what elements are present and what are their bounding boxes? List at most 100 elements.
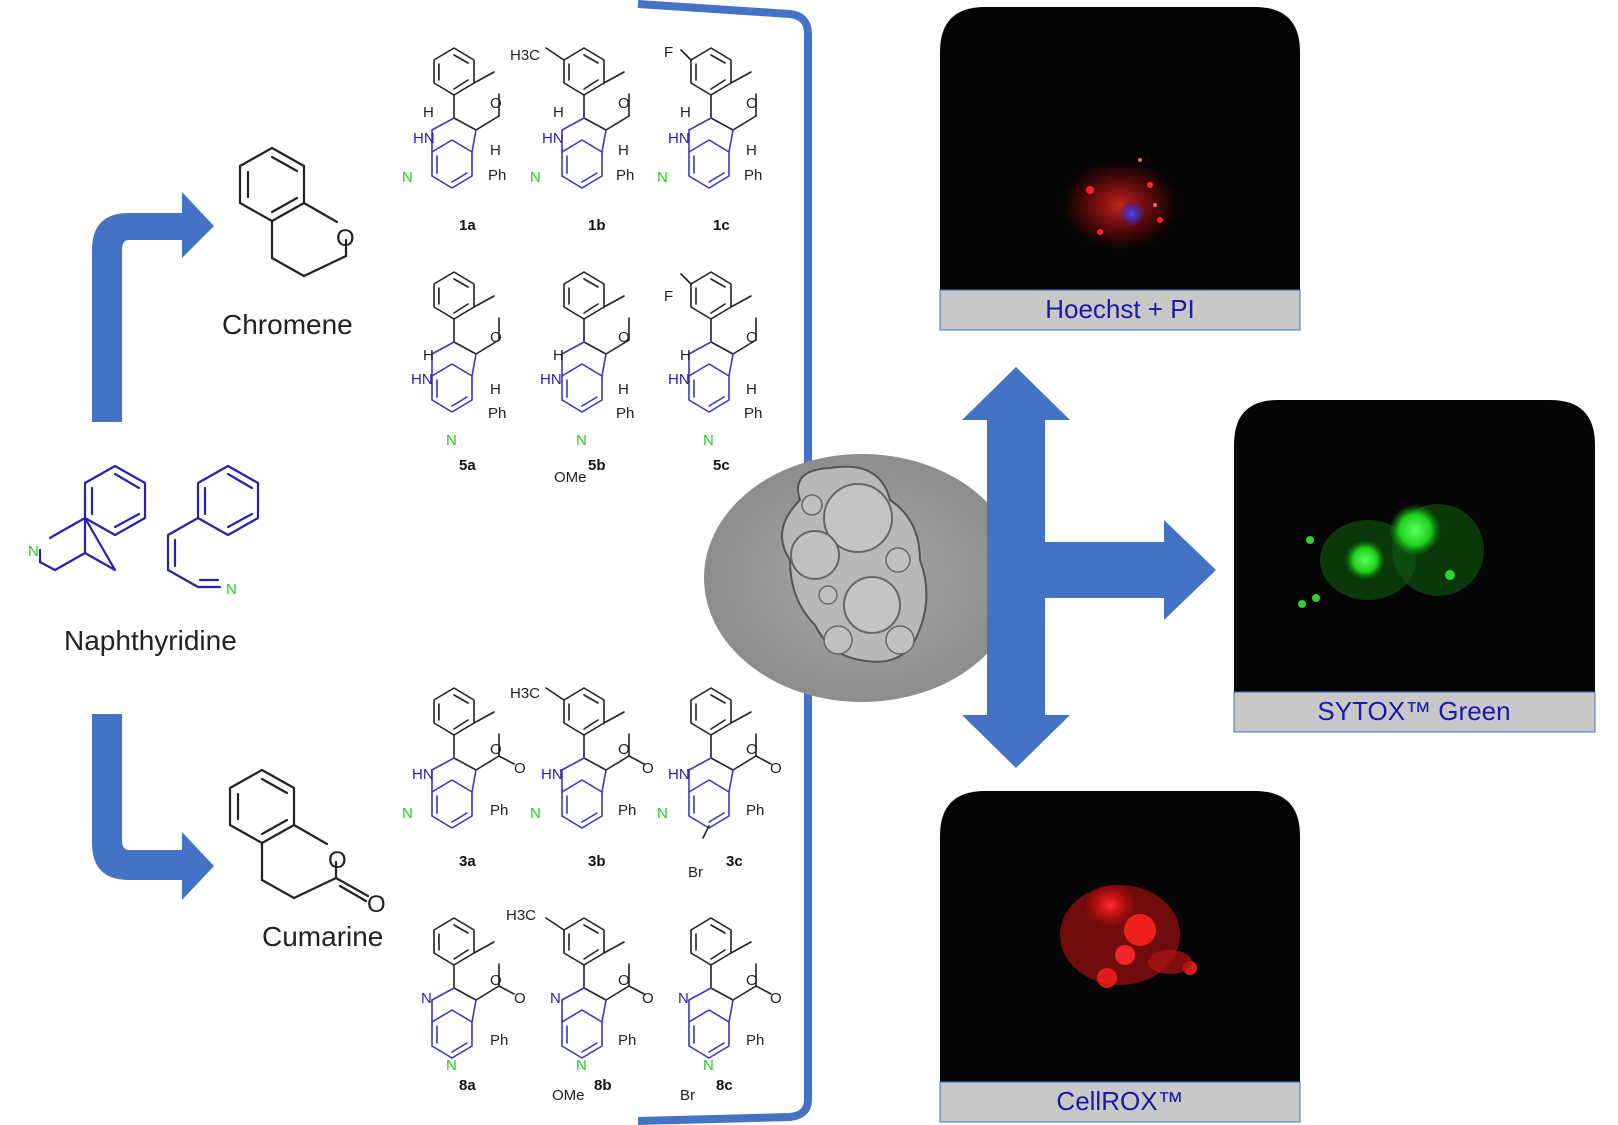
3a-ph: Ph xyxy=(490,802,508,819)
5b-methoxy: OMe xyxy=(554,469,587,486)
compound-row-1: O O O HN HN HN H H H H H H Ph Ph Ph N N … xyxy=(402,44,762,234)
label-1b: 1b xyxy=(588,217,606,234)
hoechst-blue-nucleus xyxy=(1120,202,1144,226)
distribution-arrow xyxy=(962,367,1216,768)
1b-methyl: H3C xyxy=(510,47,540,64)
compound-row-3: O O O O O O HN HN HN Ph Ph Ph N N N H3C … xyxy=(402,685,782,881)
label-1c: 1c xyxy=(713,217,730,234)
1b-nitrogen: N xyxy=(530,169,541,186)
cumarine-label: Cumarine xyxy=(262,921,383,952)
3c-carbonyl-oxygen: O xyxy=(770,760,782,777)
8b-imine-nitrogen: N xyxy=(550,990,561,1007)
1a-oxygen: O xyxy=(490,95,502,112)
3c-bromo: Br xyxy=(688,864,703,881)
5c-oxygen: O xyxy=(746,329,758,346)
compound-8a-structure xyxy=(431,917,515,1059)
3b-carbonyl-oxygen: O xyxy=(642,760,654,777)
panel-hoechst-pi: Hoechst + PI xyxy=(939,7,1301,331)
sytox-green-nucleus-1 xyxy=(1345,540,1385,580)
1b-h-top: H xyxy=(553,104,564,121)
1c-h-top: H xyxy=(680,104,691,121)
8b-ring-oxygen: O xyxy=(618,972,630,989)
label-5c: 5c xyxy=(713,457,730,474)
label-5b: 5b xyxy=(588,457,606,474)
8c-carbonyl-oxygen: O xyxy=(770,990,782,1007)
cumarine-structure: O O xyxy=(228,768,386,918)
3c-ring-oxygen: O xyxy=(746,741,758,758)
caption-cellrox: CellROX™ xyxy=(1056,1086,1183,1116)
5a-h-right: H xyxy=(490,381,501,398)
1b-ph: Ph xyxy=(616,167,634,184)
8a-ring-oxygen: O xyxy=(490,972,502,989)
1c-oxygen: O xyxy=(746,95,758,112)
naphthyridine-label: Naphthyridine xyxy=(64,625,237,656)
label-5a: 5a xyxy=(459,457,476,474)
caption-hoechst-pi: Hoechst + PI xyxy=(1045,294,1195,324)
1c-nitrogen: N xyxy=(657,169,668,186)
caption-sytox-green: SYTOX™ Green xyxy=(1317,696,1510,726)
8b-methyl: H3C xyxy=(506,907,536,924)
5b-hn: HN xyxy=(540,371,562,388)
sytox-green-nucleus-2 xyxy=(1389,504,1441,556)
3b-methyl: H3C xyxy=(510,685,540,702)
compound-row-2: O O O HN HN HN H H H H H H Ph Ph Ph N N … xyxy=(411,271,762,486)
label-8c: 8c xyxy=(716,1077,733,1094)
pi-red-signal xyxy=(1062,161,1178,249)
8a-nitrogen: N xyxy=(446,1057,457,1074)
1c-ph: Ph xyxy=(744,167,762,184)
5a-ph: Ph xyxy=(488,405,506,422)
panel-sytox-green: SYTOX™ Green xyxy=(1233,400,1596,733)
cumarine-carbonyl-oxygen: O xyxy=(367,891,386,918)
arrow-up-to-chromene xyxy=(92,192,214,422)
1b-oxygen: O xyxy=(618,95,630,112)
arrow-down-to-cumarine xyxy=(92,714,214,900)
3b-nitrogen: N xyxy=(530,805,541,822)
1b-hn: HN xyxy=(542,130,564,147)
compound-row-4: O O O O O O N N N Ph Ph Ph N N N H3C OMe… xyxy=(421,907,782,1104)
1c-fluoro: F xyxy=(664,44,673,61)
8c-imine-nitrogen: N xyxy=(678,990,689,1007)
compound-3b-structure xyxy=(545,687,645,829)
naphthyridine-2-nitrogen: N xyxy=(226,581,237,598)
3b-ring-oxygen: O xyxy=(618,741,630,758)
1a-h-top: H xyxy=(423,104,434,121)
compound-1b-structure xyxy=(545,47,630,189)
compound-1a-structure xyxy=(431,47,500,189)
3c-nitrogen: N xyxy=(657,805,668,822)
chromene-structure: O xyxy=(238,146,355,278)
chromene-label: Chromene xyxy=(222,309,353,340)
3b-hn: HN xyxy=(541,766,563,783)
8c-ph: Ph xyxy=(746,1032,764,1049)
5a-nitrogen: N xyxy=(446,432,457,449)
central-cell-micrograph xyxy=(704,454,1020,702)
5b-oxygen: O xyxy=(618,329,630,346)
label-1a: 1a xyxy=(459,217,476,234)
3c-hn: HN xyxy=(668,766,690,783)
cumarine-ring-oxygen: O xyxy=(328,847,347,874)
5b-nitrogen: N xyxy=(576,432,587,449)
8b-carbonyl-oxygen: O xyxy=(642,990,654,1007)
5c-hn: HN xyxy=(668,371,690,388)
5c-ph: Ph xyxy=(744,405,762,422)
naphthyridine-2-structure: N xyxy=(166,464,260,598)
compound-3c-structure xyxy=(688,687,772,839)
panel-cellrox: CellROX™ xyxy=(939,791,1301,1123)
5a-oxygen: O xyxy=(490,329,502,346)
label-8a: 8a xyxy=(459,1077,476,1094)
5b-h-right: H xyxy=(618,381,629,398)
8a-carbonyl-oxygen: O xyxy=(514,990,526,1007)
3b-ph: Ph xyxy=(618,802,636,819)
compound-5c-structure xyxy=(680,271,757,413)
1a-nitrogen: N xyxy=(402,169,413,186)
naphthyridine-1-5-structure: N xyxy=(28,464,147,572)
8a-ph: Ph xyxy=(490,1032,508,1049)
1b-h-right: H xyxy=(618,142,629,159)
5c-h-top: H xyxy=(680,347,691,364)
compound-5b-structure xyxy=(561,271,630,413)
3a-nitrogen: N xyxy=(402,805,413,822)
8c-ring-oxygen: O xyxy=(746,972,758,989)
label-8b: 8b xyxy=(594,1077,612,1094)
label-3a: 3a xyxy=(459,853,476,870)
label-3b: 3b xyxy=(588,853,606,870)
5c-fluoro: F xyxy=(664,288,673,305)
